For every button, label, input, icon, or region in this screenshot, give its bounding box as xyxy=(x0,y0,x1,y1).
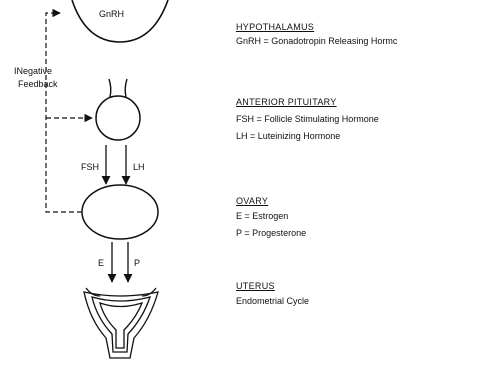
legend-line-endometrial: Endometrial Cycle xyxy=(236,296,309,306)
legend-heading-uterus: UTERUS xyxy=(236,281,275,291)
legend-line-lh: LH = Luteinizing Hormone xyxy=(236,131,340,141)
anterior-pituitary-shape xyxy=(96,96,140,140)
progesterone-arrow-label: P xyxy=(134,258,140,268)
feedback-label-line1: INegative xyxy=(14,66,52,76)
uterus-shape xyxy=(84,288,158,358)
legend-line-fsh: FSH = Follicle Stimulating Hormone xyxy=(236,114,379,124)
legend-line-progesterone: P = Progesterone xyxy=(236,228,306,238)
legend-heading-hypothalamus: HYPOTHALAMUS xyxy=(236,22,314,32)
pituitary-stalk-right xyxy=(125,79,127,97)
hypothalamus-shape xyxy=(72,0,168,42)
pituitary-stalk-left xyxy=(109,79,111,97)
feedback-label-line2: Feedback xyxy=(18,79,58,89)
legend-heading-anterior-pituitary: ANTERIOR PITUITARY xyxy=(236,97,337,107)
negative-feedback-path xyxy=(46,13,82,212)
legend-line-estrogen: E = Estrogen xyxy=(236,211,288,221)
legend-line-gnrh: GnRH = Gonadotropin Releasing Hormc xyxy=(236,36,397,46)
fsh-arrow-label: FSH xyxy=(81,162,99,172)
ovary-shape xyxy=(82,185,158,239)
estrogen-arrow-label: E xyxy=(98,258,104,268)
lh-arrow-label: LH xyxy=(133,162,145,172)
legend-heading-ovary: OVARY xyxy=(236,196,268,206)
gnrh-label: GnRH xyxy=(99,9,124,19)
